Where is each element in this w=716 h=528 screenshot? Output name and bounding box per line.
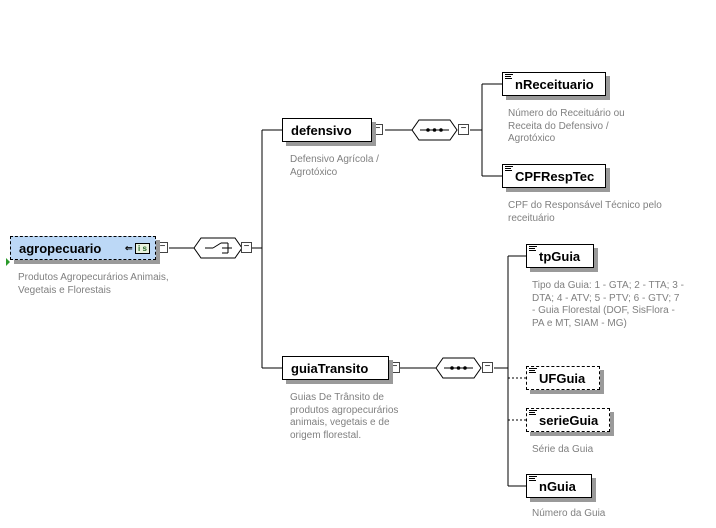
element-description-tpguia: Tipo da Guia: 1 - GTA; 2 - TTA; 3 - DTA;… — [532, 280, 684, 329]
element-label-guiatransito: guiaTransito — [291, 360, 369, 376]
choice-compositor[interactable] — [193, 237, 243, 259]
element-node-ufguia[interactable]: UFGuia — [526, 366, 600, 390]
collapse-toggle-seq-guiatransito[interactable]: − — [482, 362, 493, 373]
element-label-ufguia: UFGuia — [539, 370, 586, 386]
element-description-serieguia: Série da Guia — [532, 444, 594, 455]
element-label-cpfresptec: CPFRespTec — [515, 168, 595, 184]
element-label-serieguia: serieGuia — [539, 412, 599, 428]
sequence-compositor-guiatransito[interactable] — [435, 357, 482, 379]
root-anchor-icon — [6, 258, 10, 266]
leaf-element-icon — [529, 476, 537, 482]
collapse-toggle-seq-defensivo[interactable]: − — [458, 124, 469, 135]
collapse-toggle-guiatransito[interactable]: − — [389, 362, 400, 373]
element-description-guiatransito: Guias De Trânsito de produtos agropecurá… — [290, 392, 399, 441]
element-description-defensivo: Defensivo Agrícola / Agrotóxico — [290, 154, 379, 178]
element-description-nreceituario: Número do Receituário ou Receita do Defe… — [508, 108, 625, 144]
element-label-nreceituario: nReceituario — [515, 76, 594, 92]
leaf-element-icon — [529, 246, 537, 252]
root-element-label: agropecuario — [19, 240, 102, 256]
element-node-cpfresptec[interactable]: CPFRespTec — [502, 164, 606, 188]
element-label-defensivo: defensivo — [291, 122, 352, 138]
element-attributes-icon: ⇐ — [125, 243, 133, 253]
element-label-nguia: nGuia — [539, 478, 576, 494]
collapse-toggle-root[interactable]: − — [157, 242, 168, 253]
collapse-toggle-choice[interactable]: − — [241, 242, 252, 253]
root-element-node[interactable]: agropecuario ⇐ i s — [10, 236, 156, 260]
element-node-nguia[interactable]: nGuia — [526, 474, 592, 498]
root-element-description: Produtos Agropecurários Animais, Vegetai… — [18, 272, 169, 296]
simple-type-badge: i s — [135, 243, 150, 254]
element-node-nreceituario[interactable]: nReceituario — [502, 72, 606, 96]
leaf-element-icon — [505, 74, 513, 80]
element-node-defensivo[interactable]: defensivo — [282, 118, 372, 142]
element-description-nguia: Número da Guia — [532, 508, 606, 519]
leaf-element-icon — [529, 368, 537, 374]
sequence-compositor-defensivo[interactable] — [411, 119, 458, 141]
leaf-element-icon — [529, 410, 537, 416]
element-node-guiatransito[interactable]: guiaTransito — [282, 356, 389, 380]
leaf-element-icon — [505, 166, 513, 172]
element-node-tpguia[interactable]: tpGuia — [526, 244, 594, 268]
collapse-toggle-defensivo[interactable]: − — [372, 124, 383, 135]
element-label-tpguia: tpGuia — [539, 248, 581, 264]
element-description-cpfresptec: CPF do Responsável Técnico pelo receituá… — [508, 200, 662, 224]
element-node-serieguia[interactable]: serieGuia — [526, 408, 610, 432]
